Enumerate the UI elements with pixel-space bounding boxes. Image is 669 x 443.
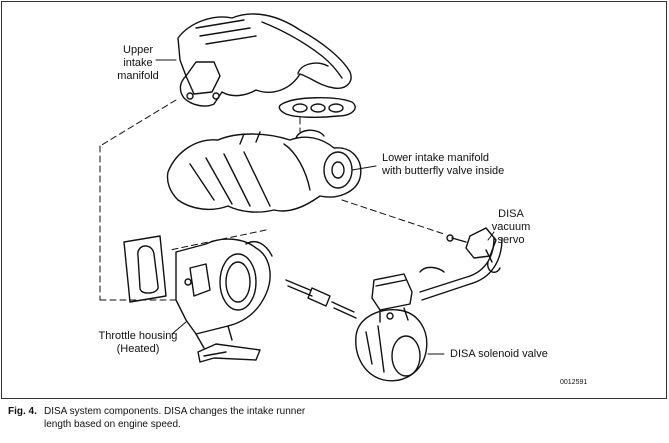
disa-vacuum-servo-drawing [446,227,501,273]
label-disa-vacuum-servo: DISA vacuum servo [491,208,531,246]
throttle-bracket-drawing [197,343,261,363]
lower-intake-manifold-drawing [166,129,362,213]
caption-line-2: length based on engine speed. [44,419,181,430]
leader-lines [155,59,495,355]
label-lower-intake-manifold: Lower intake manifold with butterfly val… [382,152,505,177]
caption-line-1: DISA system components. DISA changes the… [44,406,306,417]
hose-pieces-drawing [285,237,503,319]
alignment-lines [99,99,445,301]
label-upper-intake-manifold: Upper intake manifold [117,44,159,82]
disa-solenoid-valve-drawing [355,273,428,382]
upper-intake-manifold-drawing [177,13,352,107]
manifold-gasket-drawing [278,97,356,119]
label-throttle-housing: Throttle housing (Heated) [98,330,178,355]
throttle-gasket-drawing [123,235,167,303]
figure-number: Fig. 4. [8,406,37,417]
figure-frame [1,1,667,399]
label-disa-solenoid-valve: DISA solenoid valve [450,348,548,360]
document-id: 0012591 [560,379,588,386]
throttle-housing-drawing [175,238,273,349]
